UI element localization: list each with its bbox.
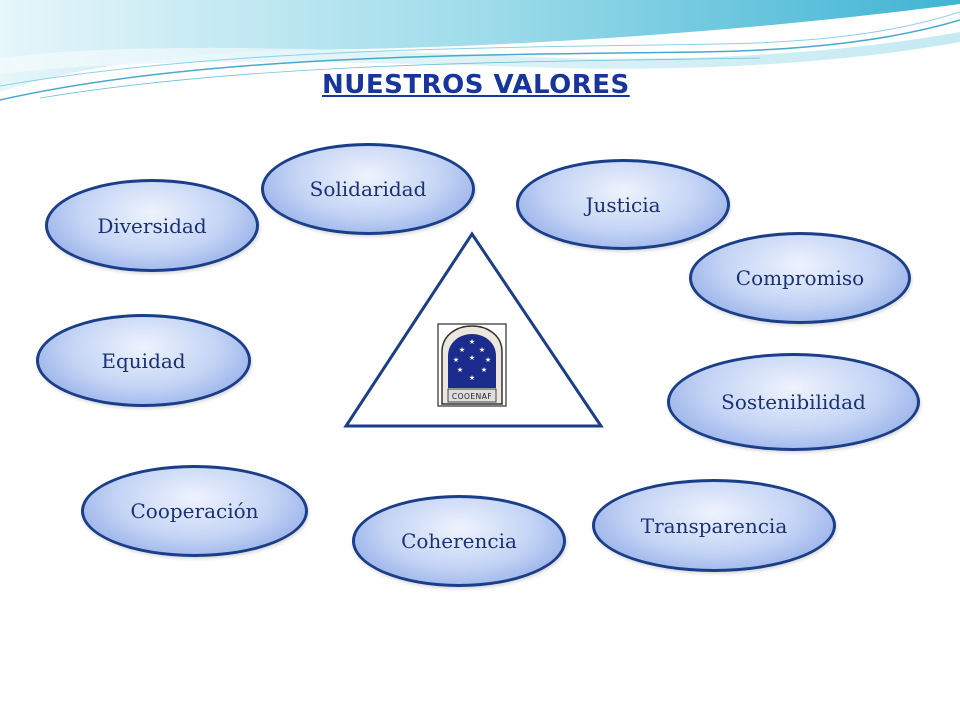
svg-text:★: ★ <box>469 354 475 362</box>
value-label: Solidaridad <box>309 177 427 201</box>
value-label: Compromiso <box>735 266 865 290</box>
value-oval-coherencia: Coherencia <box>352 495 566 587</box>
value-label: Equidad <box>101 348 186 373</box>
header-wave-decoration <box>0 0 960 101</box>
value-oval-diversidad: Diversidad <box>45 179 259 272</box>
value-label: Coherencia <box>401 529 517 553</box>
value-label: Sostenibilidad <box>721 390 866 414</box>
value-oval-compromiso: Compromiso <box>689 232 911 324</box>
value-label: Diversidad <box>97 213 207 238</box>
page-title: NUESTROS VALORES <box>322 70 630 100</box>
svg-text:★: ★ <box>453 356 459 364</box>
organization-logo: ★ ★★ ★★★ ★★ ★ COOENAF <box>437 323 507 407</box>
value-oval-equidad: Equidad <box>36 314 251 407</box>
value-label: Justicia <box>585 192 661 217</box>
logo-text: COOENAF <box>452 392 492 401</box>
svg-text:★: ★ <box>479 346 485 354</box>
value-oval-solidaridad: Solidaridad <box>261 143 475 235</box>
svg-text:★: ★ <box>469 338 475 346</box>
center-triangle <box>343 231 604 428</box>
svg-text:★: ★ <box>457 366 463 374</box>
svg-text:★: ★ <box>481 366 487 374</box>
value-oval-sostenibilidad: Sostenibilidad <box>667 353 920 451</box>
svg-text:★: ★ <box>459 346 465 354</box>
value-label: Cooperación <box>130 499 259 523</box>
value-oval-cooperacion: Cooperación <box>81 465 308 557</box>
svg-text:★: ★ <box>485 356 491 364</box>
value-oval-transparencia: Transparencia <box>592 479 836 572</box>
svg-text:★: ★ <box>469 374 475 382</box>
value-label: Transparencia <box>640 513 788 538</box>
